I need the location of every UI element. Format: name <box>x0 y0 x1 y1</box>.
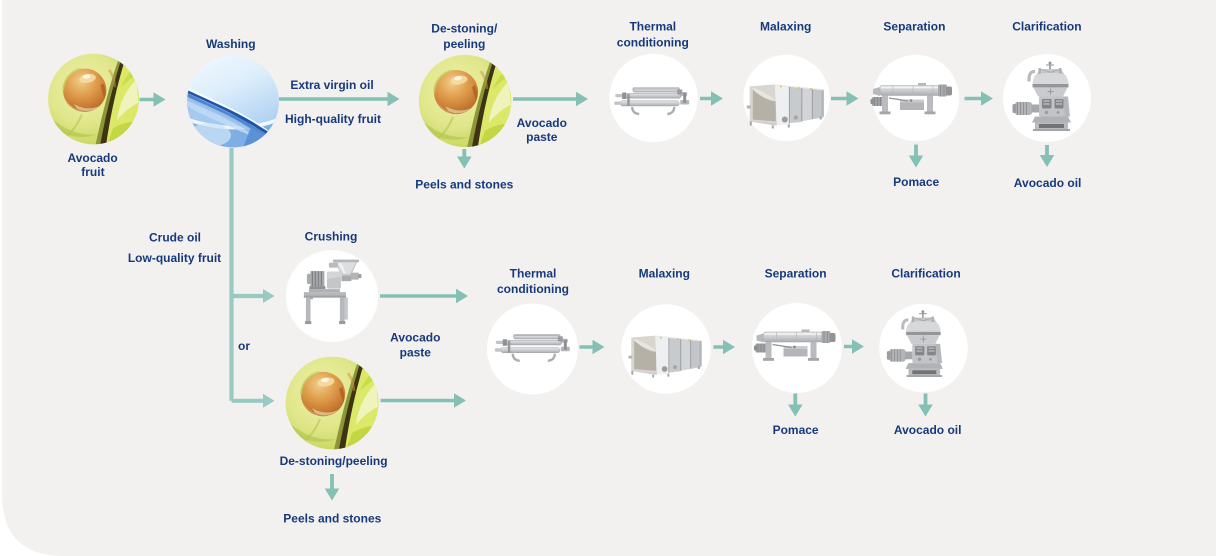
svg-text:Extra virgin oil: Extra virgin oil <box>290 78 373 92</box>
svg-text:Clarification: Clarification <box>891 267 960 281</box>
svg-text:Pomace: Pomace <box>773 423 819 437</box>
svg-text:Crushing: Crushing <box>305 230 358 244</box>
svg-text:Crude oil: Crude oil <box>149 230 201 244</box>
svg-text:Avocado: Avocado <box>390 331 440 345</box>
svg-text:Avocado: Avocado <box>517 116 567 130</box>
svg-text:Washing: Washing <box>206 37 256 51</box>
svg-text:conditioning: conditioning <box>497 282 569 296</box>
svg-text:Avocado oil: Avocado oil <box>1014 176 1082 190</box>
svg-text:paste: paste <box>400 345 432 359</box>
svg-text:Malaxing: Malaxing <box>639 267 690 281</box>
svg-text:Separation: Separation <box>883 19 945 33</box>
svg-text:peeling: peeling <box>443 37 485 51</box>
svg-text:De-stoning/: De-stoning/ <box>431 21 498 35</box>
svg-text:Pomace: Pomace <box>893 175 939 189</box>
svg-text:Clarification: Clarification <box>1012 20 1081 34</box>
svg-text:paste: paste <box>526 130 558 144</box>
svg-text:Avocado: Avocado <box>67 151 117 165</box>
svg-text:Avocado oil: Avocado oil <box>894 423 962 437</box>
svg-text:De-stoning/peeling: De-stoning/peeling <box>280 454 388 468</box>
svg-text:Thermal: Thermal <box>629 19 676 33</box>
svg-text:High-quality fruit: High-quality fruit <box>285 112 381 126</box>
svg-text:Separation: Separation <box>765 267 827 281</box>
svg-text:fruit: fruit <box>81 165 104 179</box>
svg-text:Malaxing: Malaxing <box>760 19 811 33</box>
svg-text:Peels and stones: Peels and stones <box>283 511 381 525</box>
svg-text:or: or <box>238 339 250 353</box>
svg-text:Peels and stones: Peels and stones <box>415 177 513 191</box>
svg-text:Low-quality fruit: Low-quality fruit <box>128 251 221 265</box>
svg-text:conditioning: conditioning <box>617 36 689 50</box>
svg-text:Thermal: Thermal <box>510 267 557 281</box>
